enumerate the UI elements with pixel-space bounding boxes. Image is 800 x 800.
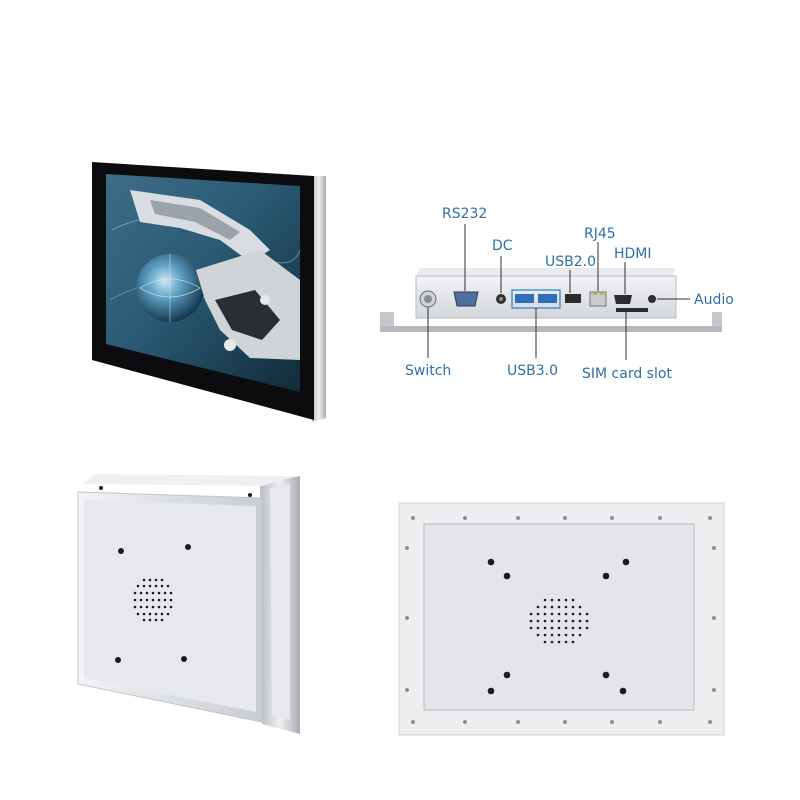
usb30-label: USB3.0 bbox=[507, 363, 559, 379]
back-view-angled bbox=[77, 474, 300, 734]
audio-label: Audio bbox=[694, 292, 734, 308]
front-view-panel bbox=[92, 162, 326, 422]
rs232-label: RS232 bbox=[442, 206, 488, 222]
back-view-flat bbox=[398, 502, 725, 736]
io-panel-view bbox=[380, 224, 722, 360]
rj45-label: RJ45 bbox=[584, 226, 616, 242]
hdmi-label: HDMI bbox=[614, 246, 652, 262]
switch-label: Switch bbox=[405, 363, 452, 379]
sim-card-slot-label: SIM card slot bbox=[582, 366, 672, 382]
speaker-grille bbox=[133, 578, 173, 622]
speaker-grille bbox=[529, 598, 589, 644]
dc-label: DC bbox=[492, 238, 513, 254]
usb20-label: USB2.0 bbox=[545, 254, 597, 270]
